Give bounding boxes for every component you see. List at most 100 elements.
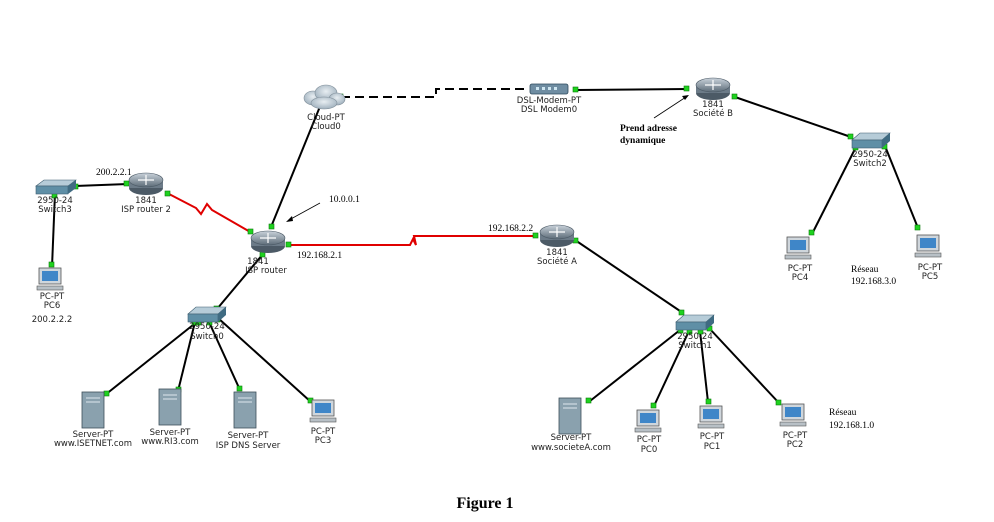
pc5-name-label: PC5 (922, 272, 938, 282)
router-icon-isp-router2[interactable] (128, 172, 164, 195)
switch2-model-label: 2950-24 (852, 150, 888, 160)
pc-icon-pc2[interactable] (779, 403, 807, 427)
switch2-name-label: Switch2 (853, 159, 887, 169)
links (51, 88, 919, 407)
pc1-model-label: PC-PT (700, 432, 725, 442)
router-a-name-label: Société A (537, 256, 577, 267)
pc4-name-label: PC4 (792, 273, 808, 283)
isp-router2-model-label: 1841 (135, 196, 157, 206)
server-ri3-name-label: www.RI3.com (141, 437, 198, 447)
pc-icon-pc0[interactable] (634, 409, 662, 433)
pc2-name-label: PC2 (787, 440, 803, 450)
link-switch1-pc2 (708, 327, 780, 404)
switch-icon-switch0[interactable] (187, 306, 227, 323)
pc3-model-label: PC-PT (311, 427, 336, 437)
switch-icon-switch2[interactable] (851, 132, 891, 149)
pc0-model-label: PC-PT (637, 435, 662, 445)
prend-adresse-label-line2: dynamique (620, 136, 665, 146)
reseau1-label-line1: Réseau (829, 408, 857, 418)
router-icon-societe-b[interactable] (695, 77, 731, 100)
pc6-ip-label: 200.2.2.2 (32, 315, 73, 325)
server-icon-isetnet[interactable] (81, 391, 105, 429)
server-societea-name-label: www.societeA.com (531, 443, 611, 453)
switch1-model-label: 2950-24 (677, 332, 713, 342)
pc0-name-label: PC0 (641, 445, 657, 455)
link-switch1-server-societea (589, 329, 681, 402)
link-modem-routerb (575, 88, 689, 91)
pc5-model-label: PC-PT (918, 263, 943, 273)
router-b-model-label: 1841 (702, 100, 724, 110)
server-ri3-model-label: Server-PT (150, 428, 192, 438)
ip-10-0-0-1-label: 10.0.0.1 (329, 195, 360, 205)
router-b-name-label: Société B (693, 108, 733, 119)
switch1-name-label: Switch1 (678, 341, 712, 351)
server-dns-model-label: Server-PT (228, 431, 270, 441)
modem-name-label: DSL Modem0 (521, 105, 577, 115)
server-societea-model-label: Server-PT (551, 433, 593, 443)
arrow-prend-adresse (653, 96, 687, 119)
server-icon-ri3[interactable] (158, 388, 182, 426)
cloud-name-label: Cloud0 (311, 122, 341, 132)
ip-192-168-2-1-label: 192.168.2.1 (297, 251, 342, 261)
isp-router2-name-label: ISP router 2 (121, 205, 171, 215)
server-isetnet-model-label: Server-PT (73, 430, 115, 440)
link-isprouter-switch0 (216, 253, 264, 310)
pc-icon-pc6[interactable] (36, 267, 64, 291)
isp-router-model-label: 1841 (247, 257, 269, 267)
server-dns-name-label: ISP DNS Server (216, 441, 281, 451)
switch0-model-label: 2950-24 (189, 322, 225, 332)
modem-model-label: DSL-Modem-PT (517, 96, 582, 106)
switch-icon-switch3[interactable] (35, 179, 77, 195)
link-switch0-server-ri3 (177, 321, 196, 392)
pc-icon-pc1[interactable] (697, 405, 725, 429)
link-routerb-switch2 (734, 96, 852, 138)
switch0-name-label: Switch0 (190, 332, 224, 342)
arrow-10-0-0-1-head (286, 216, 293, 222)
router-icon-isp-router[interactable] (250, 230, 286, 253)
switch-icon-switch1[interactable] (675, 314, 715, 331)
pc6-model-label: PC-PT (40, 292, 65, 302)
serial-link-isprouter2-isprouter (168, 193, 253, 234)
link-switch2-pc5 (884, 145, 919, 229)
router-a-model-label: 1841 (546, 248, 568, 258)
router-icon-societe-a[interactable] (539, 224, 575, 247)
pc-icon-pc5[interactable] (914, 234, 942, 258)
pc1-name-label: PC1 (704, 442, 720, 452)
pc3-name-label: PC3 (315, 436, 331, 446)
pc6-name-label: PC6 (44, 301, 60, 311)
link-cloud-modem-dsl (341, 88, 528, 98)
link-switch3-pc6 (51, 192, 56, 268)
link-switch0-server-isetnet (104, 320, 199, 396)
pc2-model-label: PC-PT (783, 431, 808, 441)
pc-icon-pc3[interactable] (309, 399, 337, 423)
link-routera-switch1 (574, 239, 684, 314)
ip-200-2-2-1-label: 200.2.2.1 (96, 168, 132, 178)
switch3-name-label: Switch3 (38, 205, 72, 215)
server-icon-societea[interactable] (558, 397, 582, 435)
link-isprouter-cloud (270, 103, 322, 228)
link-switch2-pc4 (811, 146, 857, 235)
pc-icon-pc4[interactable] (784, 236, 812, 260)
figure-caption: Figure 1 (456, 495, 513, 512)
device-labels: 2950-24 Switch3 1841 ISP router 2 PC-PT … (32, 96, 943, 455)
reseau1-label-line2: 192.168.1.0 (829, 421, 874, 431)
cloud-model-label: Cloud-PT (307, 113, 345, 123)
reseau3-label-line1: Réseau (851, 265, 879, 275)
link-switch1-pc1 (699, 330, 709, 403)
arrow-10-0-0-1 (288, 202, 321, 221)
cloud-icon[interactable] (303, 84, 346, 110)
server-isetnet-name-label: www.ISETNET.com (54, 439, 132, 449)
isp-router-name-label: ISP router (245, 266, 287, 276)
annotations: 200.2.2.1 10.0.0.1 192.168.2.1 192.168.2… (96, 124, 896, 431)
dsl-modem-icon[interactable] (529, 83, 569, 95)
ip-192-168-2-2-label: 192.168.2.2 (488, 224, 533, 234)
server-icon-dns[interactable] (233, 391, 257, 429)
prend-adresse-label-line1: Prend adresse (620, 124, 677, 134)
switch3-model-label: 2950-24 (37, 196, 73, 206)
arrow-prend-adresse-head (682, 95, 689, 100)
link-switch0-pc3 (217, 317, 312, 403)
pc4-model-label: PC-PT (788, 264, 813, 274)
link-switch3-isprouter2 (74, 183, 129, 187)
